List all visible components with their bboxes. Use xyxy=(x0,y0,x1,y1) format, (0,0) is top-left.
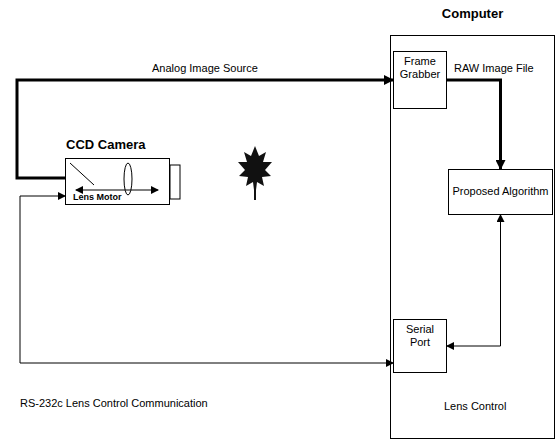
connector xyxy=(447,215,501,346)
box-label: Frame Grabber xyxy=(397,55,443,81)
box-label: Serial Port xyxy=(397,323,443,349)
ccd-camera: CCD CameraLens Motor xyxy=(65,158,170,205)
connector xyxy=(447,80,501,169)
frame-grabber-box: Frame Grabber xyxy=(393,51,447,109)
connector-label: Lens Control xyxy=(442,400,508,412)
heading-text: CCD Camera xyxy=(66,137,145,152)
computer-box: ComputerFrame GrabberProposed AlgorithmS… xyxy=(390,35,555,439)
connector xyxy=(17,80,393,178)
algorithm-box: Proposed Algorithm xyxy=(448,169,553,215)
heading-text: Computer xyxy=(391,6,554,21)
tree-illustration xyxy=(238,146,272,190)
connector-label: RAW Image File xyxy=(452,62,536,74)
connector xyxy=(20,196,393,363)
box-label: Proposed Algorithm xyxy=(453,185,549,198)
tree-stem xyxy=(254,186,256,200)
box-label: Lens Motor xyxy=(73,192,122,203)
connector-label: Analog Image Source xyxy=(150,62,260,74)
serial-port-box: Serial Port xyxy=(393,319,447,373)
connector-label: RS-232c Lens Control Communication xyxy=(18,397,210,409)
